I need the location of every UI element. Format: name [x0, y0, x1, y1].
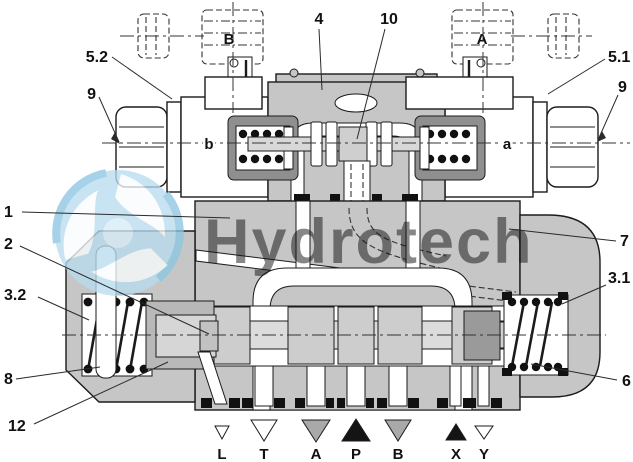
coil-a-label: A [477, 31, 488, 48]
callout-5-1: 5.1 [547, 49, 630, 95]
callout-8: 8 [4, 366, 101, 388]
port-b: B [384, 419, 412, 462]
hydrotech-logo [52, 169, 184, 296]
pilot-spool [247, 121, 421, 167]
centerlines [62, 2, 630, 336]
svg-text:5.1: 5.1 [608, 49, 630, 66]
dashed-solenoid-a: A [451, 9, 592, 79]
port-x: X [445, 423, 467, 462]
port-t-label: T [259, 446, 268, 462]
position-letter-a: a [503, 136, 512, 153]
pilot-valve-assembly [115, 68, 599, 209]
svg-text:8: 8 [4, 371, 13, 388]
callout-6: 6 [530, 363, 631, 390]
port-l-label: L [217, 446, 226, 462]
port-a-triangle-icon [301, 419, 331, 443]
callout-1: 1 [4, 204, 231, 221]
callout-5-2: 5.2 [86, 49, 173, 100]
svg-text:1: 1 [4, 204, 13, 221]
svg-text:12: 12 [8, 418, 26, 435]
callout-2: 2 [4, 236, 210, 335]
callout-4: 4 [315, 11, 324, 91]
port-t-triangle-icon [250, 419, 278, 442]
callout-7: 7 [508, 228, 629, 250]
svg-text:2: 2 [4, 236, 13, 253]
port-t: T [250, 419, 278, 462]
port-a-label: A [311, 446, 322, 462]
connector-block-right [405, 76, 514, 110]
port-y-triangle-icon [474, 425, 494, 440]
svg-text:3.1: 3.1 [608, 270, 630, 287]
callout-9-left: 9 [87, 86, 120, 144]
port-p-label: P [351, 446, 361, 462]
svg-text:9: 9 [618, 79, 627, 96]
svg-text:7: 7 [620, 233, 629, 250]
dashed-solenoid-b: B [120, 9, 264, 79]
port-channels [197, 351, 490, 407]
port-x-triangle-icon [445, 423, 467, 441]
svg-text:6: 6 [622, 373, 631, 390]
port-x-label: X [451, 446, 461, 462]
port-p: P [341, 418, 371, 462]
callout-3-1: 3.1 [561, 270, 630, 305]
watermark-text: Hydrotech [204, 207, 534, 277]
callout-9-right: 9 [597, 79, 627, 142]
port-a: A [301, 419, 331, 462]
svg-text:10: 10 [380, 11, 398, 28]
svg-text:4: 4 [315, 11, 324, 28]
mounting-face-seals [201, 398, 502, 408]
svg-text:3.2: 3.2 [4, 287, 26, 304]
svg-text:5.2: 5.2 [86, 49, 108, 66]
callouts: 5.2 9 4 10 5.1 9 1 2 [4, 11, 631, 435]
position-letter-b: b [204, 136, 213, 153]
port-p-triangle-icon [341, 418, 371, 442]
port-symbols-row: L T A P B X Y [214, 418, 494, 462]
svg-text:9: 9 [87, 86, 96, 103]
callout-3-2: 3.2 [4, 287, 90, 321]
callout-10: 10 [356, 11, 398, 140]
port-b-triangle-icon [384, 419, 412, 442]
port-y: Y [474, 425, 494, 462]
right-centering-spring-assembly [502, 292, 569, 376]
port-b-label: B [393, 446, 404, 462]
port-l-triangle-icon [214, 425, 230, 441]
port-l: L [214, 425, 230, 462]
pilot-pole-right [414, 115, 486, 181]
coil-b-label: B [224, 31, 235, 48]
watermark: Hydrotech [52, 169, 534, 296]
port-y-label: Y [479, 446, 489, 462]
callout-12: 12 [8, 361, 169, 435]
pilot-top-port [334, 93, 378, 113]
